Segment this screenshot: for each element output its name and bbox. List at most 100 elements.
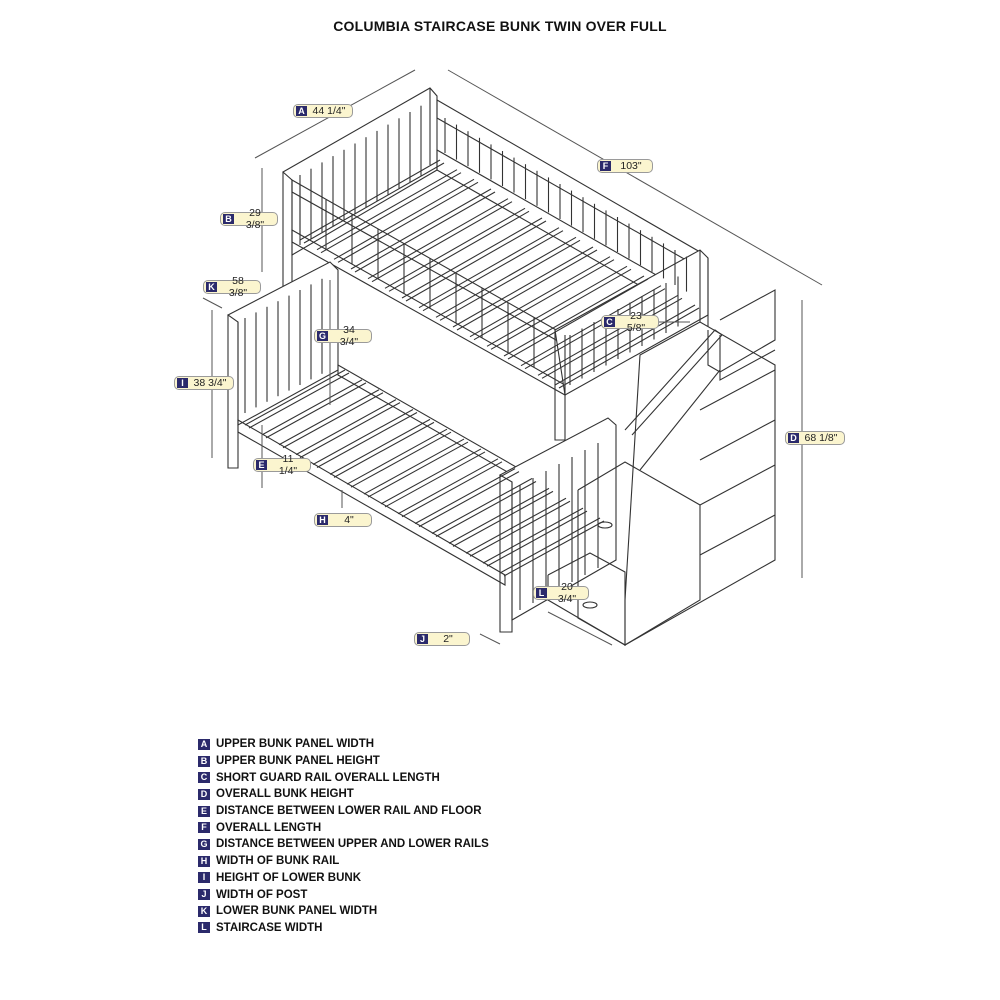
legend-item: H WIDTH OF BUNK RAIL xyxy=(198,853,489,870)
callout-value: 4" xyxy=(344,514,354,526)
callout-letter-badge: H xyxy=(317,515,328,525)
legend-letter-badge: H xyxy=(198,855,210,867)
legend-item: J WIDTH OF POST xyxy=(198,886,489,903)
upper-slat xyxy=(490,268,632,350)
legend-letter-badge: K xyxy=(198,905,210,917)
legend-letter-badge: E xyxy=(198,805,210,817)
legend-label: OVERALL BUNK HEIGHT xyxy=(216,788,354,801)
callout-letter-badge: L xyxy=(536,588,547,598)
lower-slat xyxy=(384,451,486,508)
legend-label: WIDTH OF POST xyxy=(216,888,308,901)
lower-slat xyxy=(448,487,550,544)
dimension-callout-l: L 20 3/4" xyxy=(533,581,589,605)
upper-slat xyxy=(320,172,462,254)
callout-value: 38 3/4" xyxy=(193,377,227,389)
lower-slat xyxy=(367,441,469,498)
upper-slat xyxy=(316,169,458,251)
legend-item: D OVERALL BUNK HEIGHT xyxy=(198,786,489,803)
lower-slat xyxy=(261,379,363,436)
upper-slat xyxy=(537,294,679,376)
legend-item: C SHORT GUARD RAIL OVERALL LENGTH xyxy=(198,769,489,786)
lower-slat xyxy=(465,497,567,554)
upper-slat xyxy=(418,227,560,309)
legend-label: WIDTH OF BUNK RAIL xyxy=(216,855,340,868)
lower-slat xyxy=(397,458,499,515)
upper-slat xyxy=(507,278,649,360)
legend-label: SHORT GUARD RAIL OVERALL LENGTH xyxy=(216,771,440,784)
upper-slat xyxy=(350,188,492,270)
callout-value: 44 1/4" xyxy=(312,105,346,117)
callout-letter-badge: E xyxy=(256,460,267,470)
lower-slat xyxy=(312,408,414,465)
lower-slat xyxy=(499,517,601,574)
dim-line-l xyxy=(547,611,613,646)
lower-slat xyxy=(299,402,401,459)
lower-slat xyxy=(486,510,588,567)
lower-slat xyxy=(282,392,384,449)
lower-slat xyxy=(380,448,482,505)
upper-slat xyxy=(422,230,564,312)
legend-item: L STAIRCASE WIDTH xyxy=(198,920,489,937)
legend-letter-badge: L xyxy=(198,922,210,934)
lower-slat xyxy=(346,428,448,485)
upper-slat xyxy=(486,265,628,347)
legend-letter-badge: I xyxy=(198,872,210,884)
lower-slat xyxy=(244,369,346,426)
legend-label: DISTANCE BETWEEN UPPER AND LOWER RAILS xyxy=(216,838,489,851)
lower-slat xyxy=(350,431,452,488)
callout-letter-badge: J xyxy=(417,634,428,644)
callout-value: 20 3/4" xyxy=(557,581,577,605)
upper-slat xyxy=(435,236,577,318)
legend-letter-badge: D xyxy=(198,788,210,800)
callout-value: 23 5/8" xyxy=(626,310,646,334)
legend-label: STAIRCASE WIDTH xyxy=(216,921,323,934)
upper-slat xyxy=(541,297,683,379)
upper-back-rail xyxy=(436,99,701,269)
legend-label: OVERALL LENGTH xyxy=(216,821,322,834)
legend-item: K LOWER BUNK PANEL WIDTH xyxy=(198,903,489,920)
lower-slat xyxy=(363,438,465,495)
upper-slat xyxy=(456,249,598,331)
callout-letter-badge: D xyxy=(788,433,799,443)
legend-letter-badge: C xyxy=(198,772,210,784)
upper-slat xyxy=(333,178,475,260)
lower-slat xyxy=(265,382,367,439)
legend-letter-badge: B xyxy=(198,755,210,767)
callout-value: 103" xyxy=(620,160,642,172)
upper-slat xyxy=(337,181,479,263)
dimension-callout-h: H 4" xyxy=(314,513,372,527)
lower-slat xyxy=(503,520,605,577)
upper-slat xyxy=(303,162,445,244)
upper-slat xyxy=(299,159,441,241)
lower-slat xyxy=(295,399,397,456)
upper-slat xyxy=(384,207,526,289)
upper-slat xyxy=(401,217,543,299)
callout-value: 29 3/8" xyxy=(245,207,265,231)
diagram-title: COLUMBIA STAIRCASE BUNK TWIN OVER FULL xyxy=(333,18,667,34)
upper-slat xyxy=(367,198,509,280)
lower-slat xyxy=(329,418,431,475)
upper-slat xyxy=(371,201,513,283)
callout-letter-badge: K xyxy=(206,282,217,292)
lower-slat xyxy=(452,490,554,547)
dim-line-k xyxy=(202,297,223,309)
legend-letter-badge: J xyxy=(198,889,210,901)
legend-label: DISTANCE BETWEEN LOWER RAIL AND FLOOR xyxy=(216,805,482,818)
upper-slat xyxy=(503,275,645,357)
legend-label: LOWER BUNK PANEL WIDTH xyxy=(216,905,378,918)
callout-value: 2" xyxy=(443,633,453,645)
callout-letter-badge: F xyxy=(600,161,611,171)
dim-line-j xyxy=(479,633,501,645)
lower-slat xyxy=(414,468,516,525)
lower-slat xyxy=(248,372,350,429)
callout-letter-badge: A xyxy=(296,106,307,116)
